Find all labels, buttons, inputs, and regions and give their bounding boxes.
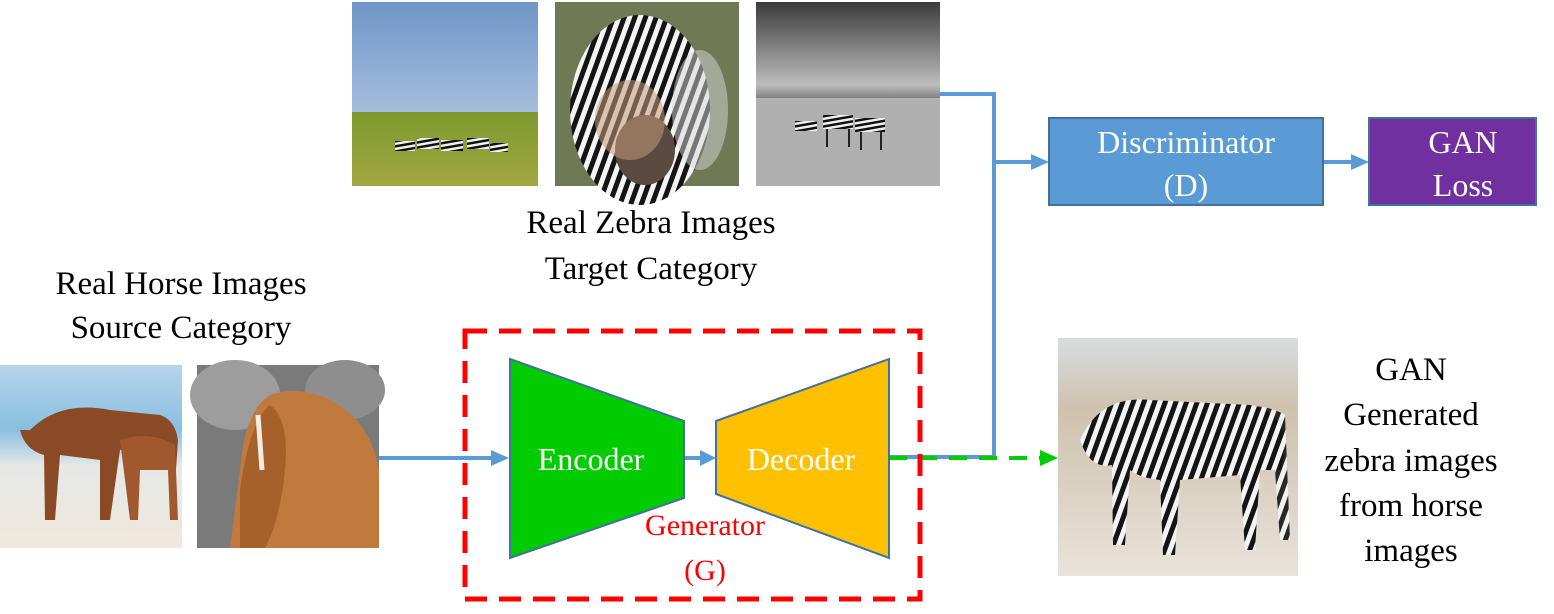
decoder-label: Decoder bbox=[747, 441, 856, 477]
output-label-line5: images bbox=[1364, 533, 1457, 569]
zebra-photo-1 bbox=[352, 2, 538, 186]
zebra-photo-2 bbox=[555, 2, 739, 205]
discriminator-label-line1: Discriminator bbox=[1097, 124, 1275, 160]
horse-photo-1 bbox=[0, 365, 182, 548]
arrow-zebra-to-discriminator bbox=[940, 92, 996, 162]
generated-zebra-photo bbox=[1058, 338, 1298, 576]
gan-loss-box bbox=[1368, 117, 1537, 206]
discriminator-box bbox=[1048, 117, 1324, 206]
discriminator-label-line2: (D) bbox=[1164, 167, 1208, 203]
arrow-discriminator-to-loss-head bbox=[1351, 154, 1369, 170]
output-label-line3: zebra images bbox=[1324, 443, 1497, 479]
arrow-decoder-to-discriminator bbox=[889, 160, 1035, 459]
gan-loss-label-line1: GAN bbox=[1428, 124, 1497, 160]
horse-images-label-line2: Source Category bbox=[71, 310, 292, 346]
arrow-generator-to-output-head bbox=[1040, 450, 1058, 466]
gan-loss-label-line2: Loss bbox=[1433, 167, 1493, 203]
encoder-label: Encoder bbox=[538, 441, 645, 477]
zebra-images-label-line2: Target Category bbox=[545, 251, 758, 287]
horse-photo-2 bbox=[190, 360, 385, 548]
arrow-to-discriminator-head bbox=[1031, 154, 1049, 170]
decoder-block bbox=[715, 357, 890, 560]
arrow-encoder-to-decoder-head bbox=[700, 450, 716, 466]
horse-images-label-line1: Real Horse Images bbox=[55, 266, 306, 302]
generator-label-line2: (G) bbox=[684, 554, 726, 587]
zebra-images-label-line1: Real Zebra Images bbox=[526, 205, 775, 241]
generator-label-line1: Generator bbox=[645, 509, 765, 542]
output-label-line1: GAN bbox=[1375, 352, 1447, 388]
encoder-block bbox=[509, 357, 685, 560]
output-label-line4: from horse bbox=[1339, 488, 1483, 524]
zebra-photo-3 bbox=[756, 2, 940, 186]
generator-box bbox=[462, 328, 923, 602]
output-label-line2: Generated bbox=[1343, 397, 1479, 433]
arrow-horse-to-encoder-head bbox=[491, 450, 509, 466]
